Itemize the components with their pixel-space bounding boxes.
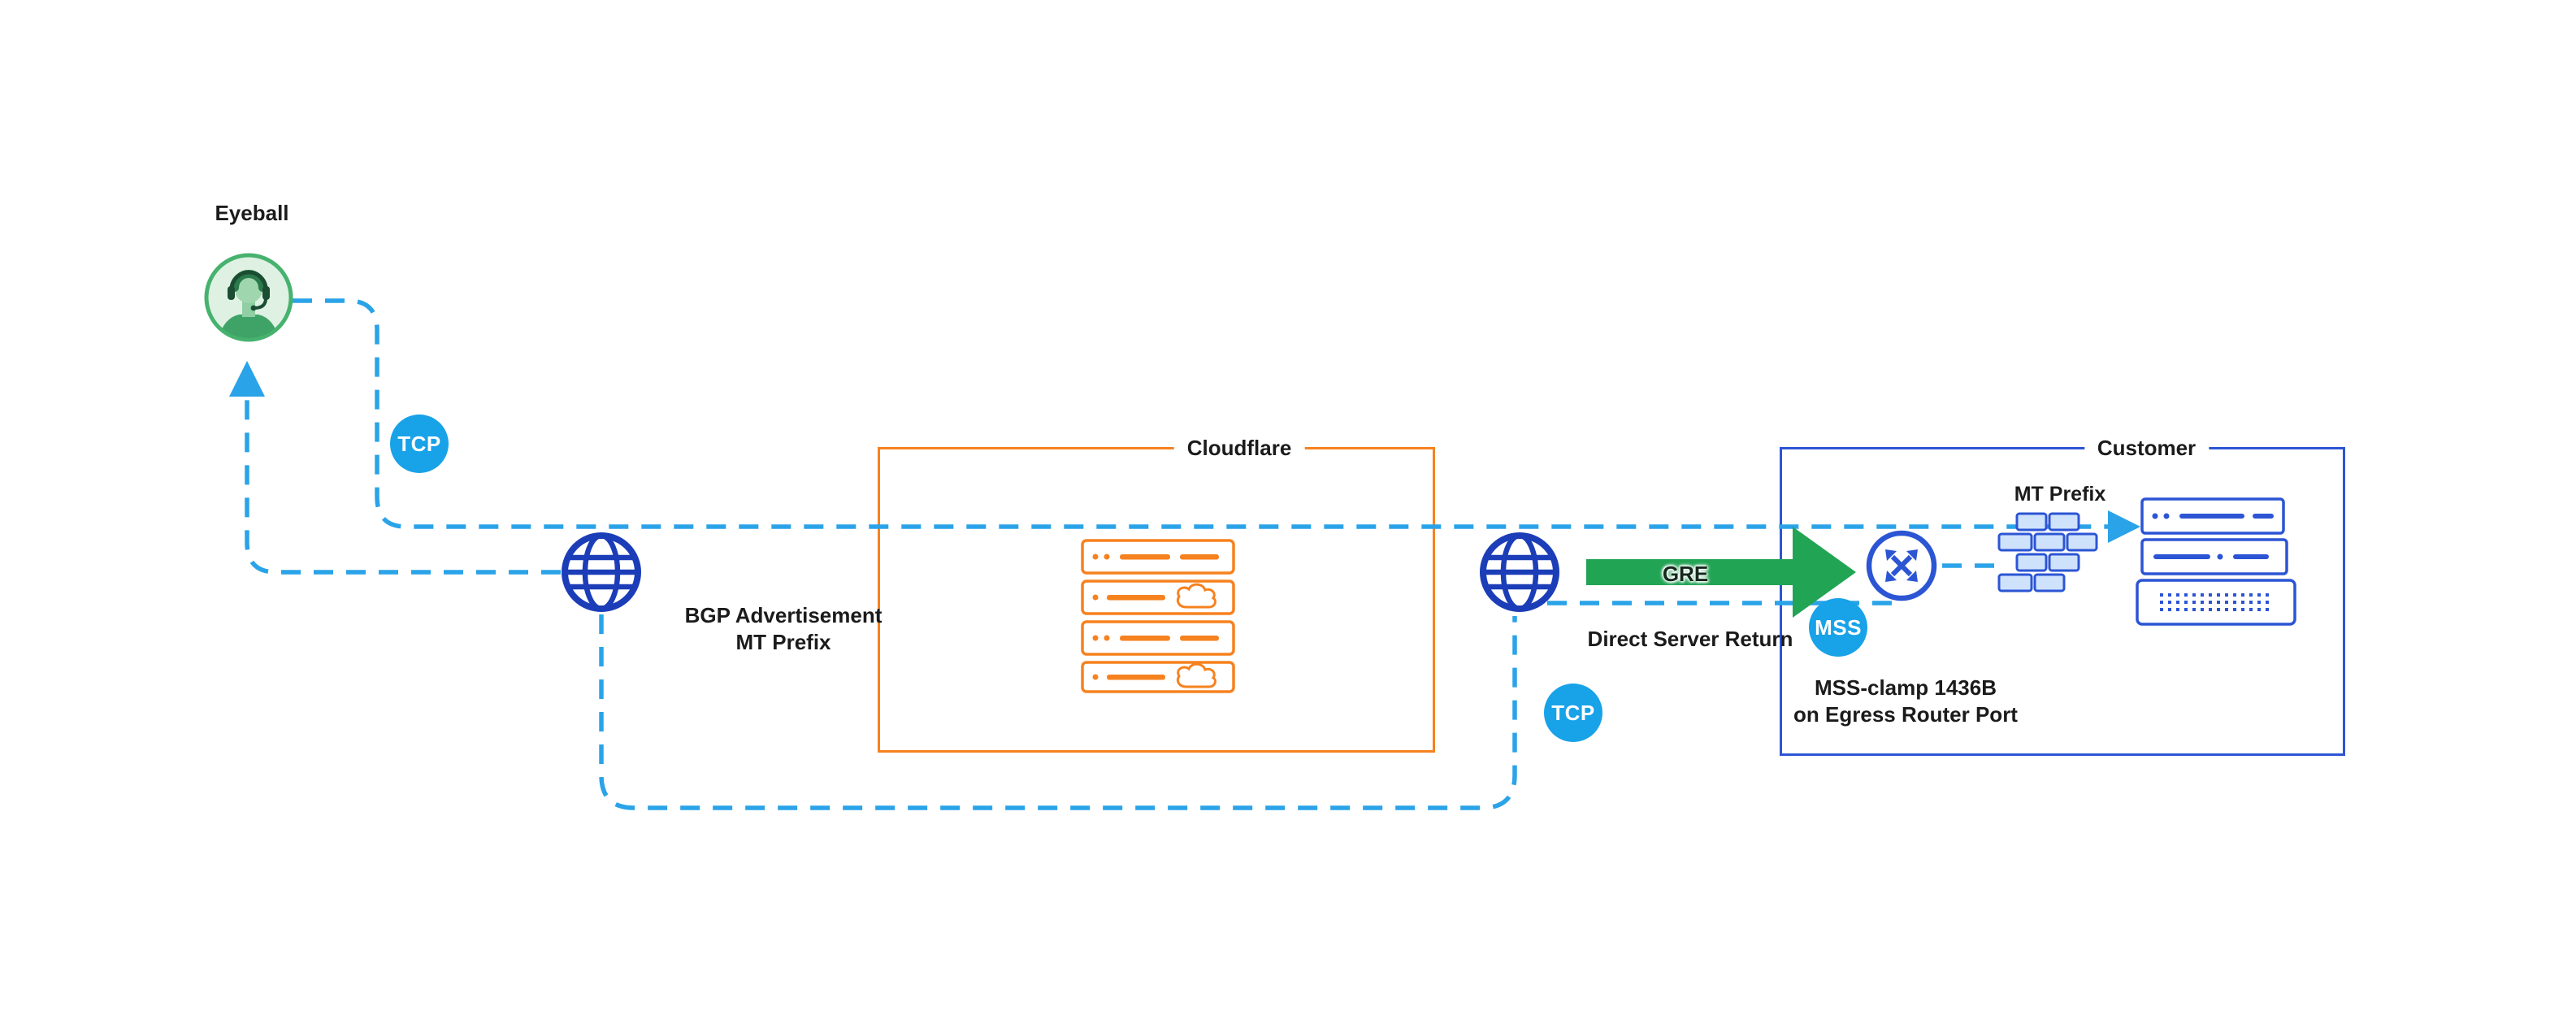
cloudflare-server-stack-icon xyxy=(1081,539,1235,693)
tcp-badge-return: TCP xyxy=(1544,684,1602,742)
return-to-eyeball-dashed-path xyxy=(245,395,561,575)
customer-zone-label: Customer xyxy=(2084,436,2210,461)
gre-arrow-head xyxy=(1793,527,1856,618)
customer-mt-prefix-label: MT Prefix xyxy=(2014,483,2106,506)
direct-server-return-label: Direct Server Return xyxy=(1587,627,1793,651)
mss-clamp-line2: on Egress Router Port xyxy=(1793,702,2018,727)
internet-globe-left-icon xyxy=(562,532,641,612)
bgp-advertisement-line1: BGP Advertisement xyxy=(684,603,883,627)
right-arrowhead-icon xyxy=(2108,510,2140,543)
mss-clamp-line1: MSS-clamp 1436B xyxy=(1815,675,1997,700)
router-icon xyxy=(1866,530,1937,601)
eyeball-label: Eyeball xyxy=(215,201,289,225)
tcp-badge-outbound: TCP xyxy=(390,415,449,473)
firewall-icon xyxy=(1997,512,2098,592)
mss-badge: MSS xyxy=(1809,598,1867,657)
gre-label: GRE xyxy=(1662,562,1709,586)
internet-globe-right-icon xyxy=(1480,532,1559,612)
cloudflare-zone-label: Cloudflare xyxy=(1173,436,1305,461)
direct-return-loop-dashed-path xyxy=(599,614,1517,810)
up-arrowhead-icon xyxy=(229,361,265,397)
outbound-dashed-path xyxy=(293,298,2108,529)
bgp-advertisement-line2: MT Prefix xyxy=(735,630,831,654)
mss-clamp-caption: MSS-clamp 1436B on Egress Router Port xyxy=(1792,675,2019,728)
customer-server-stack-icon xyxy=(2136,497,2296,626)
eyeball-avatar-icon xyxy=(204,253,293,342)
cloudflare-zone-box: Cloudflare xyxy=(878,436,1435,753)
bgp-advertisement-caption: BGP Advertisement MT Prefix xyxy=(670,602,897,656)
